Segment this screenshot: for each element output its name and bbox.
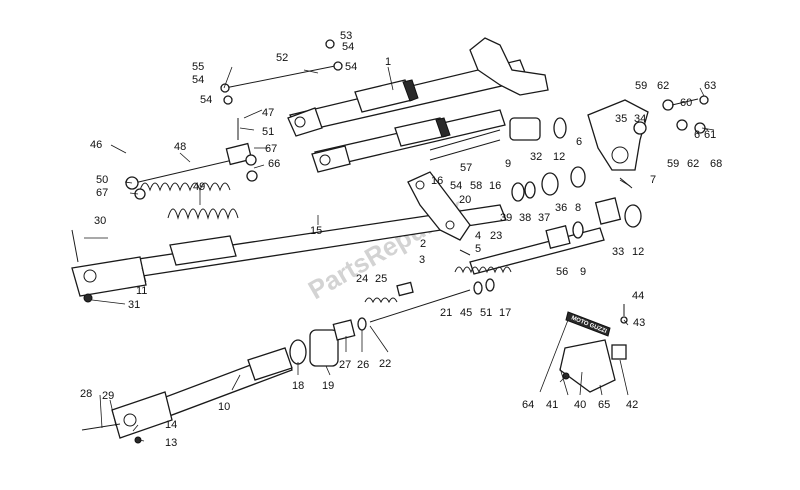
label-17: 17	[499, 307, 511, 319]
label-54b: 54	[345, 61, 357, 73]
label-9b: 9	[580, 266, 586, 278]
fork-spring-assembly	[125, 142, 258, 220]
label-24: 24	[356, 273, 368, 285]
label-65: 65	[598, 399, 610, 411]
label-49: 49	[193, 181, 205, 193]
label-18: 18	[292, 380, 304, 392]
label-34: 34	[634, 113, 646, 125]
label-45: 45	[460, 307, 472, 319]
label-29: 29	[102, 390, 114, 402]
label-16b: 16	[489, 180, 501, 192]
label-61: 61	[704, 129, 716, 141]
label-60: 60	[680, 97, 692, 109]
label-12a: 12	[553, 151, 565, 163]
label-59b: 59	[667, 158, 679, 170]
label-12b: 12	[632, 246, 644, 258]
label-26: 26	[357, 359, 369, 371]
leader-lines	[84, 66, 715, 442]
label-11: 11	[136, 285, 147, 297]
label-47: 47	[262, 107, 274, 119]
label-37: 37	[538, 212, 550, 224]
label-13: 13	[165, 437, 177, 449]
label-22: 22	[379, 358, 391, 370]
adjuster-rod	[220, 39, 343, 105]
label-68: 68	[710, 158, 722, 170]
fender-bracket: MOTO GUZZI	[559, 304, 628, 393]
label-44: 44	[632, 290, 644, 302]
label-52: 52	[276, 52, 288, 64]
label-66: 66	[268, 158, 280, 170]
label-20: 20	[459, 194, 471, 206]
label-50: 50	[96, 174, 108, 186]
label-16a: 16	[431, 175, 443, 187]
label-39: 39	[500, 212, 512, 224]
label-33: 33	[612, 246, 624, 258]
label-48: 48	[174, 141, 186, 153]
label-56: 56	[556, 266, 568, 278]
label-59a: 59	[635, 80, 647, 92]
part-number-labels: 1 2 3 4 5 6 6 7 8 9 9 10 11 12 12 13 14 …	[80, 30, 722, 449]
label-57: 57	[460, 162, 472, 174]
label-54c: 54	[192, 74, 204, 86]
label-23: 23	[490, 230, 502, 242]
label-41: 41	[546, 399, 558, 411]
label-28: 28	[80, 388, 92, 400]
label-38: 38	[519, 212, 531, 224]
label-51b: 51	[480, 307, 492, 319]
brake-caliper-bracket	[407, 171, 471, 256]
label-53: 53	[340, 30, 352, 42]
label-21: 21	[440, 307, 452, 319]
fork-leg-upper-right	[287, 37, 549, 137]
label-9a: 9	[505, 158, 511, 170]
label-25: 25	[375, 273, 387, 285]
label-46: 46	[90, 139, 102, 151]
label-2: 2	[420, 238, 426, 250]
label-55: 55	[192, 61, 204, 73]
label-54a: 54	[342, 41, 354, 53]
steering-yoke-right	[587, 95, 709, 189]
spring-rod-parts	[364, 278, 495, 323]
label-51a: 51	[262, 126, 274, 138]
label-63: 63	[704, 80, 716, 92]
fork-leg-upper-middle	[311, 109, 506, 173]
damper-cartridge	[454, 197, 642, 275]
label-4: 4	[475, 230, 481, 242]
label-8: 8	[575, 202, 581, 214]
label-14: 14	[165, 419, 177, 431]
label-19: 19	[322, 380, 334, 392]
label-40: 40	[574, 399, 586, 411]
label-30: 30	[94, 215, 106, 227]
label-64: 64	[522, 399, 534, 411]
fork-leg-left-long	[71, 204, 507, 303]
label-54d: 54	[200, 94, 212, 106]
label-58: 58	[470, 180, 482, 192]
label-15: 15	[310, 225, 322, 237]
label-62b: 62	[687, 158, 699, 170]
internal-seals-bushings	[429, 117, 586, 202]
label-43: 43	[633, 317, 645, 329]
label-42: 42	[626, 399, 638, 411]
label-35: 35	[615, 113, 627, 125]
label-27: 27	[339, 359, 351, 371]
label-67b: 67	[96, 187, 108, 199]
label-67a: 67	[265, 143, 277, 155]
label-7: 7	[650, 174, 656, 186]
label-36: 36	[555, 202, 567, 214]
label-54e: 54	[450, 180, 462, 192]
label-6a: 6	[576, 136, 582, 148]
label-31: 31	[128, 299, 140, 311]
label-1: 1	[385, 56, 391, 68]
label-10: 10	[218, 401, 230, 413]
label-32: 32	[530, 151, 542, 163]
label-62a: 62	[657, 80, 669, 92]
label-5: 5	[475, 243, 481, 255]
label-3: 3	[419, 254, 425, 266]
label-6b: 6	[694, 129, 700, 141]
